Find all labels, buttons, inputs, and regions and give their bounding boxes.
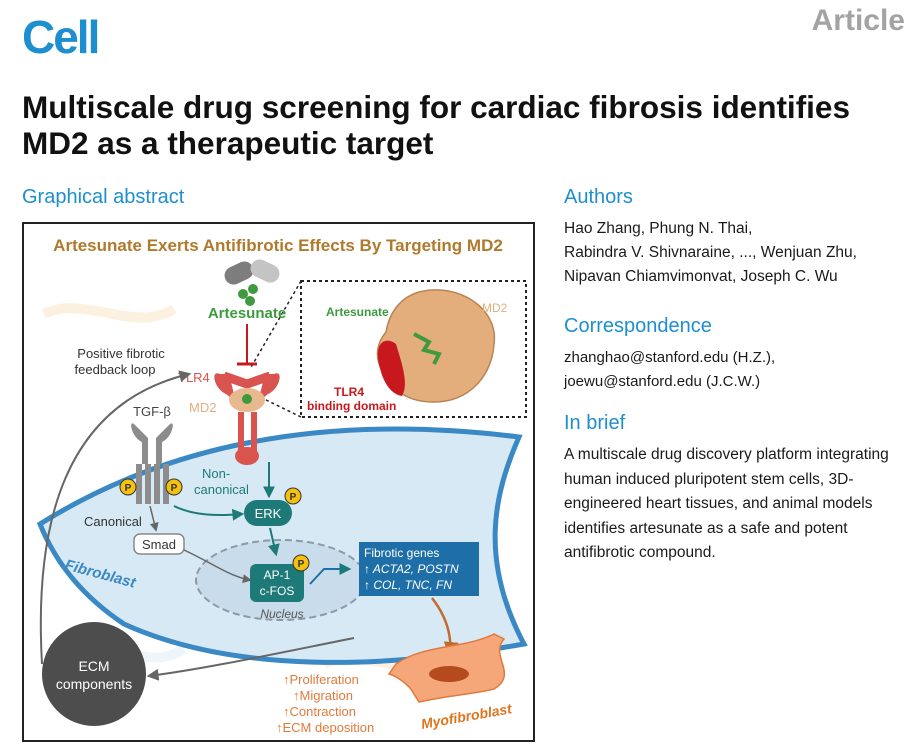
- correspondence-heading: Correspondence: [564, 315, 712, 337]
- smad-node: [133, 533, 185, 555]
- artesunate-pills: [224, 259, 280, 306]
- positive-feedback-arrow: [39, 370, 192, 665]
- fibrotic-genes-line-1: ↑ ACTA2, POSTN: [364, 562, 459, 576]
- erk-node: [244, 500, 292, 526]
- article-type-label: Article: [811, 4, 905, 37]
- ap1-label: AP-1: [264, 568, 291, 582]
- correspondence-email-2[interactable]: joewu@stanford.edu (J.C.W.): [564, 373, 761, 390]
- effect-proliferation: ↑Proliferation: [283, 672, 359, 687]
- non-canonical-label-2: canonical: [194, 482, 249, 497]
- svg-text:P: P: [171, 483, 178, 494]
- fibrotic-genes-line-2: ↑ COL, TNC, FN: [364, 578, 452, 592]
- authors-line-1: Hao Zhang, Phung N. Thai,: [564, 220, 753, 237]
- fibrotic-genes-title: Fibrotic genes: [364, 546, 439, 560]
- in-brief-heading: In brief: [564, 412, 626, 434]
- ecm-label-1: ECM: [78, 658, 109, 674]
- tgfb-receptor: [131, 423, 173, 504]
- non-canonical-label-1: Non-: [202, 466, 230, 481]
- correspondence-section: Correspondence zhanghao@stanford.edu (H.…: [564, 315, 909, 394]
- effect-contraction: ↑Contraction: [283, 704, 356, 719]
- in-brief-text: A multiscale drug discovery platform int…: [564, 446, 889, 561]
- paper-title: Multiscale drug screening for cardiac fi…: [22, 89, 850, 161]
- md2-label: MD2: [189, 400, 216, 415]
- authors-line-3: Nipavan Chiamvimonvat, Joseph C. Wu: [564, 268, 838, 285]
- fibrotic-genes-box: [359, 542, 479, 596]
- graphical-abstract-figure: Artesunate Exerts Antifibrotic Effects B…: [22, 222, 535, 742]
- ecm-label-2: components: [56, 676, 132, 692]
- journal-logo: Cell: [22, 11, 100, 63]
- ap1-cfos-node: [250, 564, 304, 602]
- nucleus-label: Nucleus: [260, 607, 303, 621]
- tlr4-binding-domain: [377, 340, 405, 396]
- positive-loop-label-1: Positive fibrotic: [77, 346, 165, 361]
- authors-section: Authors Hao Zhang, Phung N. Thai, Rabind…: [564, 186, 909, 289]
- svg-text:P: P: [298, 559, 305, 570]
- positive-loop-label-2: feedback loop: [75, 362, 156, 377]
- inset-md2-label: MD2: [482, 301, 508, 315]
- artesunate-label: Artesunate: [208, 305, 286, 322]
- banner-title: Artesunate Exerts Antifibrotic Effects B…: [53, 236, 503, 255]
- svg-text:P: P: [290, 492, 297, 503]
- ecm-components-node: [42, 622, 146, 726]
- myofibroblast-label: Myofibroblast: [420, 700, 514, 732]
- cfos-label: c-FOS: [260, 584, 295, 598]
- authors-line-2: Rabindra V. Shivnaraine, ..., Wenjuan Zh…: [564, 244, 857, 261]
- effect-migration: ↑Migration: [293, 688, 353, 703]
- artesunate-bound: [413, 332, 442, 365]
- canonical-label: Canonical: [84, 514, 142, 529]
- correspondence-email-1[interactable]: zhanghao@stanford.edu (H.Z.),: [564, 349, 776, 366]
- inset-binding-domain-label: binding domain: [307, 399, 396, 413]
- phospho-badge: P P: [119, 478, 183, 496]
- tlr4-md2-receptor: [214, 371, 280, 465]
- effect-ecm-deposition: ↑ECM deposition: [276, 720, 374, 735]
- in-brief-section: In brief A multiscale drug discovery pla…: [564, 412, 909, 566]
- tlr4-label: TLR4: [178, 370, 210, 385]
- smad-label: Smad: [142, 537, 176, 552]
- tgfb-label: TGF-β: [133, 404, 171, 419]
- inset-tlr4-label: TLR4: [334, 385, 364, 399]
- inset-artesunate-label: Artesunate: [326, 305, 389, 319]
- authors-heading: Authors: [564, 186, 633, 208]
- md2-protein-surface: [376, 289, 496, 403]
- erk-label: ERK: [255, 506, 282, 521]
- svg-text:P: P: [125, 483, 132, 494]
- graphical-abstract-heading: Graphical abstract: [22, 186, 185, 208]
